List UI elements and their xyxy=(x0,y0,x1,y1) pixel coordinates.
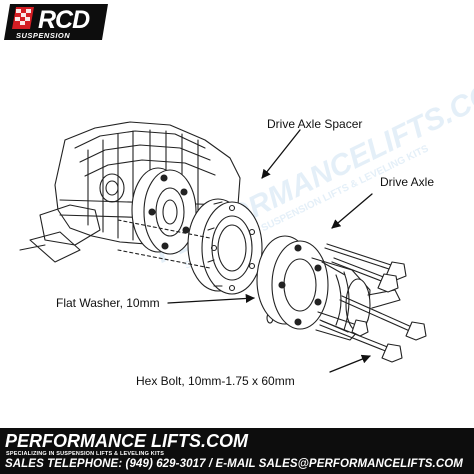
footer-tagline: SPECIALIZING IN SUSPENSION LIFTS & LEVEL… xyxy=(6,451,165,457)
leader-arrow-spacer xyxy=(261,129,301,179)
leader-arrow-washer xyxy=(167,293,255,304)
hex-bolts xyxy=(317,243,427,363)
footer-contact: SALES TELEPHONE: (949) 629-3017 / E-MAIL… xyxy=(5,458,463,470)
footer-brand: PERFORMANCE LIFTS.COM xyxy=(5,431,248,451)
leader-arrow-axle xyxy=(331,193,373,229)
label-drive-axle: Drive Axle xyxy=(380,175,435,189)
label-hex-bolt: Hex Bolt, 10mm-1.75 x 60mm xyxy=(136,374,295,388)
label-flat-washer: Flat Washer, 10mm xyxy=(56,296,160,310)
rcd-logo-shape xyxy=(4,4,108,40)
logo-wordmark: RCD xyxy=(38,6,90,34)
output-flange xyxy=(131,167,197,255)
rcd-logo: RCD SUSPENSION xyxy=(4,4,108,40)
logo-subtitle: SUSPENSION xyxy=(16,31,71,40)
label-drive-axle-spacer: Drive Axle Spacer xyxy=(267,117,363,131)
drive-axle-spacer xyxy=(117,198,263,295)
drive-axle-flange xyxy=(256,235,401,341)
leader-arrow-bolt xyxy=(329,354,371,373)
footer-banner: PERFORMANCE LIFTS.COM SPECIALIZING IN SU… xyxy=(0,428,474,474)
